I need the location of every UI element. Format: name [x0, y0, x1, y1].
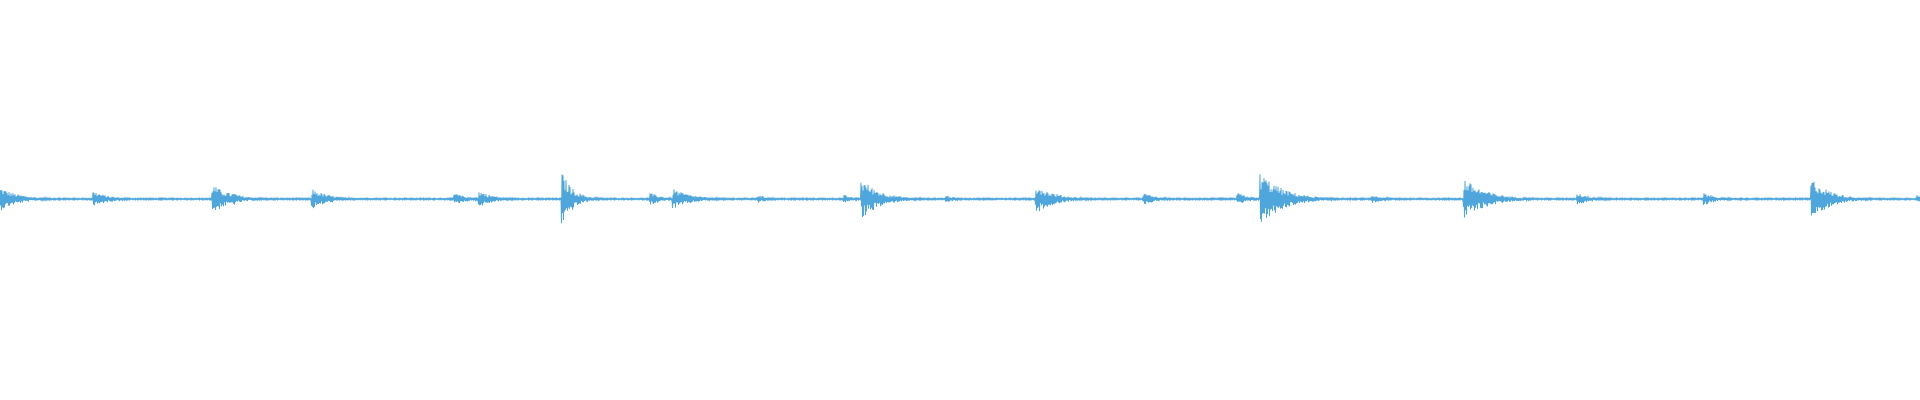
waveform-trace: [0, 174, 1920, 224]
